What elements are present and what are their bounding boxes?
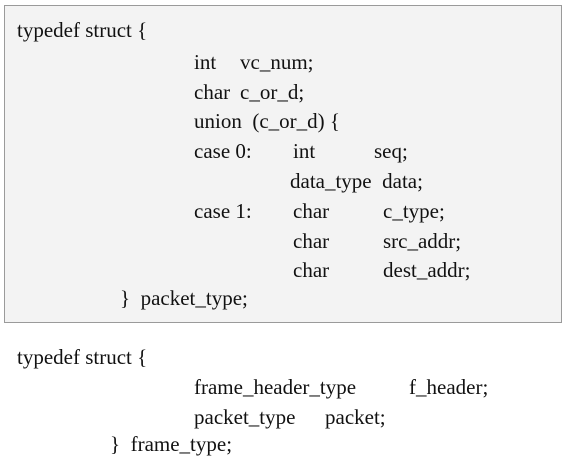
packet-type-code-block [4, 5, 562, 323]
typedef-line: typedef struct { [17, 18, 148, 42]
field-name: src_addr; [383, 229, 462, 253]
field-name: f_header; [409, 375, 489, 399]
field-line: data_type data; [290, 169, 423, 193]
field-name: c_type; [383, 199, 445, 223]
field-type: int [194, 50, 217, 74]
field-type: char [293, 199, 330, 223]
case-label: case 1: [194, 199, 252, 223]
field-type: char [293, 229, 330, 253]
closing-line: } frame_type; [110, 432, 233, 456]
field-type: packet_type [194, 405, 296, 429]
field-name: seq; [374, 139, 408, 163]
union-line: union (c_or_d) { [194, 109, 340, 133]
field-name: c_or_d; [240, 80, 305, 104]
case-label: case 0: [194, 139, 252, 163]
closing-line: } packet_type; [120, 286, 248, 310]
field-type: int [293, 139, 316, 163]
typedef-line: typedef struct { [17, 345, 148, 369]
field-type: char [194, 80, 231, 104]
field-name: dest_addr; [383, 258, 471, 282]
field-type: char [293, 258, 330, 282]
field-type: frame_header_type [194, 375, 357, 399]
field-name: vc_num; [240, 50, 314, 74]
field-name: packet; [325, 405, 386, 429]
